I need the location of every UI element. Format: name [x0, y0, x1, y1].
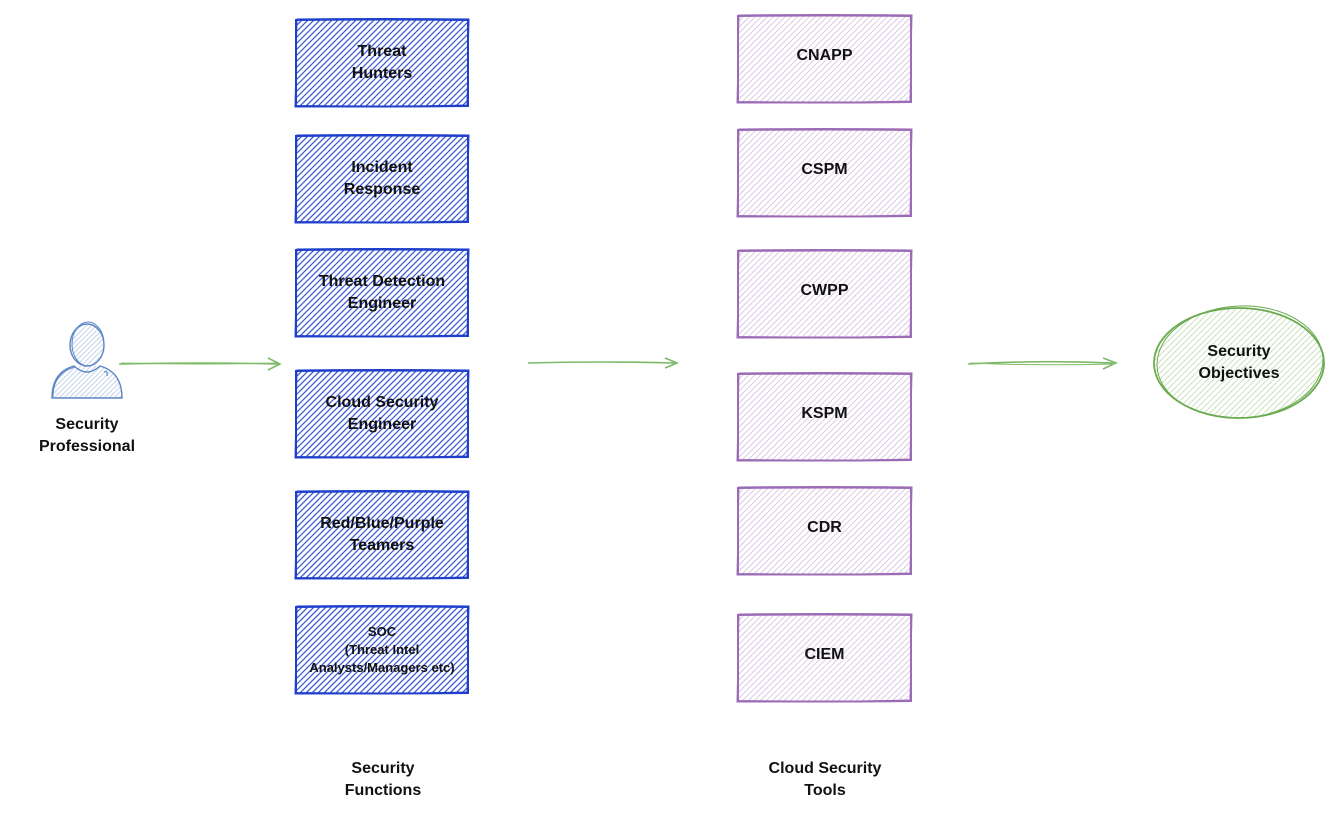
- function-label: Cloud Security Engineer: [325, 394, 439, 433]
- tool-label: CSPM: [801, 161, 848, 178]
- function-box-4: [294, 490, 470, 580]
- arrow-functions-to-tools: [527, 357, 680, 369]
- function-label: Red/Blue/Purple Teamers: [320, 515, 444, 554]
- tool-box-0: [736, 14, 913, 104]
- cloud-security-tools-caption: Cloud Security Tools: [768, 760, 882, 799]
- security-functions-group: [294, 18, 470, 695]
- cloud-security-tools-group: [736, 14, 913, 703]
- tool-label: CIEM: [804, 646, 845, 663]
- function-box-2: [294, 248, 470, 338]
- tool-box-5: [736, 613, 913, 703]
- function-label: SOC (Threat Intel Analysts/Managers etc): [309, 624, 455, 675]
- tool-label: KSPM: [801, 405, 848, 422]
- tool-label: CDR: [807, 519, 842, 536]
- tool-label: CWPP: [800, 282, 849, 299]
- security-objectives-label: Security Objectives: [1198, 343, 1280, 382]
- function-box-1: [294, 134, 470, 224]
- function-box-0: [294, 18, 470, 108]
- function-label: Incident Response: [343, 159, 421, 198]
- tool-label: CNAPP: [796, 47, 853, 64]
- arrow-actor-to-functions: [118, 357, 282, 371]
- function-label: Threat Hunters: [351, 43, 413, 82]
- actor-label: Security Professional: [38, 416, 136, 455]
- function-box-3: [294, 369, 470, 459]
- person-icon: [51, 321, 123, 399]
- arrow-tools-to-objectives: [967, 357, 1119, 370]
- function-box-5: [294, 605, 470, 695]
- tool-box-4: [736, 486, 913, 576]
- security-functions-caption: Security Functions: [344, 760, 422, 799]
- function-label: Threat Detection Engineer: [318, 273, 446, 312]
- tool-box-3: [736, 372, 913, 462]
- tool-box-2: [736, 249, 913, 339]
- tool-box-1: [736, 128, 913, 218]
